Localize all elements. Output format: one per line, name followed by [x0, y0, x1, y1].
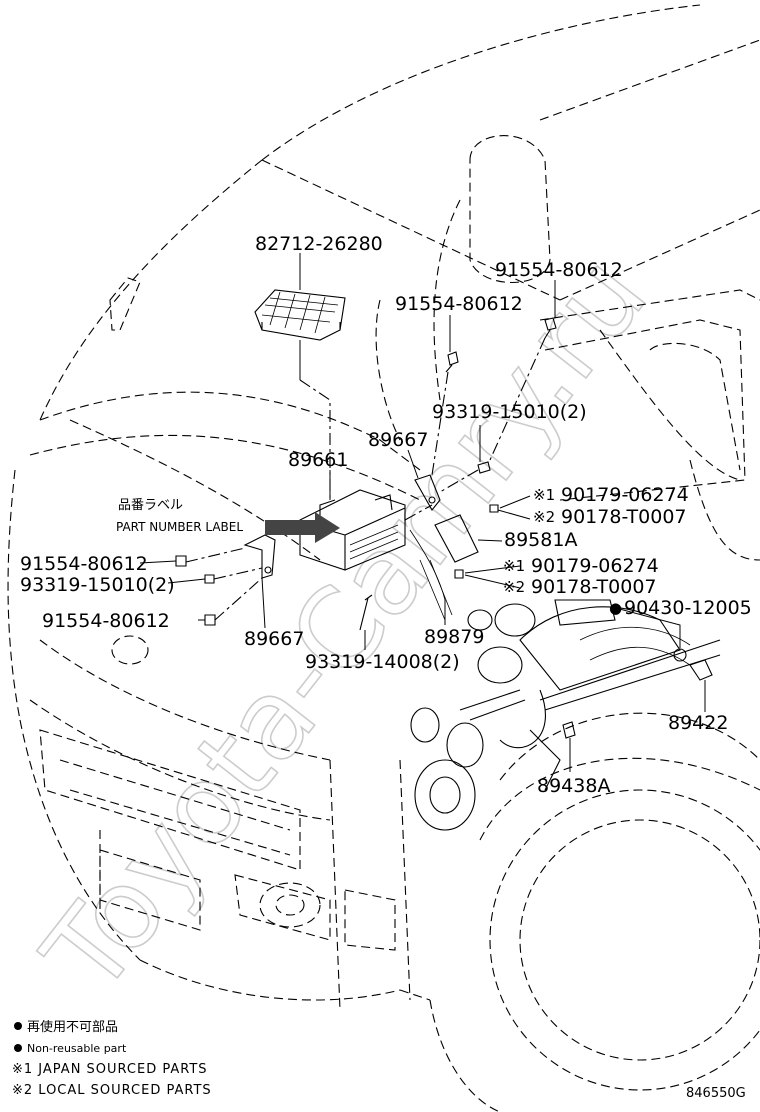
mark-local-2: ※2 — [503, 578, 525, 596]
label-91554-80612-top[interactable]: 91554-80612 — [495, 259, 623, 281]
part-number-label-jp: 品番ラベル — [118, 498, 183, 513]
label-90179-06274-b[interactable]: 90179-06274 — [531, 555, 659, 577]
label-89879[interactable]: 89879 — [424, 626, 484, 648]
mark-nonreusable: ● — [609, 599, 622, 617]
label-90178-T0007-b[interactable]: 90178-T0007 — [531, 576, 657, 598]
legend-dot-1 — [14, 1022, 22, 1030]
label-89661[interactable]: 89661 — [288, 449, 348, 471]
label-82712-26280[interactable]: 82712-26280 — [255, 233, 383, 255]
mark-japan-1: ※1 — [533, 486, 555, 504]
legend-nonreusable-jp: 再使用不可部品 — [27, 1019, 118, 1035]
mark-japan-2: ※1 — [503, 557, 525, 575]
bolts — [175, 317, 713, 739]
label-90430-12005[interactable]: 90430-12005 — [624, 597, 752, 619]
part-number-label-arrow — [265, 512, 340, 543]
part-82712-relay-block[interactable] — [254, 289, 346, 341]
label-89667-lower[interactable]: 89667 — [244, 628, 304, 650]
label-89438A[interactable]: 89438A — [537, 775, 610, 797]
label-90178-T0007-a[interactable]: 90178-T0007 — [561, 506, 687, 528]
label-89422[interactable]: 89422 — [668, 712, 728, 734]
vehicle-outline — [7, 4, 760, 1112]
label-93319-15010-left[interactable]: 93319-15010(2) — [20, 574, 175, 596]
part-89667-bracket-left[interactable] — [243, 534, 276, 579]
legend-nonreusable: Non-reusable part — [27, 1042, 127, 1055]
label-93319-15010-upper[interactable]: 93319-15010(2) — [432, 401, 587, 423]
label-93319-14008[interactable]: 93319-14008(2) — [305, 651, 460, 673]
label-91554-80612-lower[interactable]: 91554-80612 — [42, 610, 170, 632]
part-89667-bracket-right[interactable] — [414, 474, 441, 511]
mark-local-1: ※2 — [533, 508, 555, 526]
label-90179-06274-a[interactable]: 90179-06274 — [561, 484, 689, 506]
label-89581A[interactable]: 89581A — [504, 529, 577, 551]
diagram-code: 846550G — [686, 1086, 746, 1101]
legend-local: ※2 LOCAL SOURCED PARTS — [12, 1083, 212, 1098]
leader-lines — [139, 253, 706, 772]
legend-dot-2 — [14, 1044, 22, 1052]
label-89667-upper[interactable]: 89667 — [368, 429, 428, 451]
label-91554-80612-left[interactable]: 91554-80612 — [20, 553, 148, 575]
legend: 再使用不可部品 Non-reusable part ※1 JAPAN SOURC… — [12, 1019, 212, 1098]
label-91554-80612-upper[interactable]: 91554-80612 — [395, 293, 523, 315]
legend-japan: ※1 JAPAN SOURCED PARTS — [12, 1062, 208, 1077]
part-labels: 82712-26280 91554-80612 91554-80612 9331… — [20, 233, 752, 797]
part-number-label-en: PART NUMBER LABEL — [116, 520, 243, 534]
